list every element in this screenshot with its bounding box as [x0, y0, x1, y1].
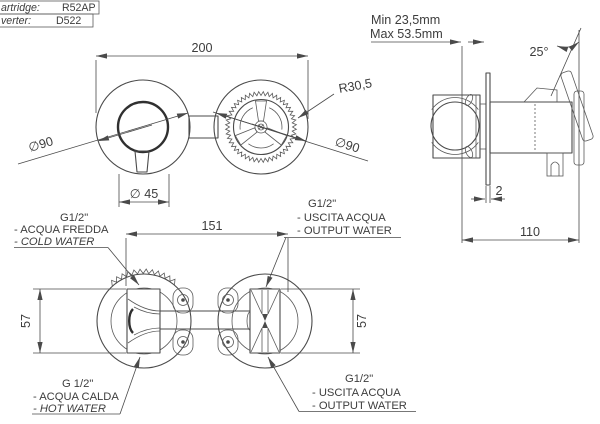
- cold-en-text: - COLD WATER: [14, 236, 94, 248]
- cold-leader-line: [107, 247, 140, 286]
- dim-total-depth: 110: [462, 225, 579, 243]
- outlet-bottom-it-text: - USCITA ACQUA: [312, 387, 401, 399]
- outlet-bottom-en-text: - OUTPUT WATER: [312, 400, 407, 412]
- handwheel-side: [573, 90, 585, 166]
- rough-view: 151 57 57 G1/2" - ACQUA FREDDA - COLD WA…: [14, 198, 416, 415]
- dim-handle-angle: 25°: [529, 27, 582, 97]
- cartridge-label: artridge:: [1, 2, 40, 14]
- dim-port-distance-text: 151: [201, 219, 222, 233]
- dim-handle-angle-text: 25°: [529, 45, 548, 59]
- label-hot-water: G 1/2" - ACQUA CALDA - HOT WATER: [32, 356, 141, 415]
- diverter-label: verter:: [1, 15, 31, 27]
- side-view: Min 23,5mm Max 53.5mm 25°: [370, 13, 594, 243]
- dim-port-distance: 151: [125, 219, 289, 292]
- hot-leader-line: [119, 356, 141, 415]
- left-knob-circle: [116, 100, 170, 154]
- wall-plate: [485, 72, 491, 186]
- side-valve-body: [430, 94, 486, 159]
- right-rosette-circle: [213, 79, 309, 175]
- dim-total-depth-text: 110: [520, 225, 540, 239]
- handle-knurl-arc: [111, 268, 176, 286]
- cartridge-value: R52AP: [62, 2, 96, 14]
- dim-wall-min-text: Min 23,5mm: [371, 13, 440, 27]
- info-table: artridge: R52AP verter: D522: [0, 0, 100, 28]
- outlet-bottom-thread-text: G1/2": [345, 373, 373, 385]
- outlet-bottom-leader-line: [267, 356, 300, 412]
- wheel-rim-circle: [232, 98, 290, 156]
- left-knob-lever: [134, 150, 150, 173]
- outlet-top-it-text: - USCITA ACQUA: [297, 212, 386, 224]
- outlet-top-en-text: - OUTPUT WATER: [297, 225, 392, 237]
- rough-left-flange-circle: [96, 273, 192, 369]
- info-table-row-diverter: [0, 13, 94, 28]
- label-cold-water: G1/2" - ACQUA FREDDA - COLD WATER: [14, 212, 140, 286]
- dim-overall-width-text: 200: [191, 41, 212, 55]
- outlet-top-thread-text: G1/2": [308, 198, 336, 210]
- diverter-value: D522: [56, 15, 81, 27]
- front-view: 200 ∅ 45 ∅90: [17, 41, 374, 207]
- connecting-pipe: [159, 310, 254, 331]
- rosette-bridge: [188, 115, 219, 139]
- cold-thread-text: G1/2": [60, 212, 88, 224]
- wheel-knurl-ring: [224, 90, 298, 164]
- hot-en-text: - HOT WATER: [33, 403, 106, 415]
- dim-knob-diameter: ∅ 45: [118, 174, 170, 207]
- dim-wheel-radius: R30,5: [297, 76, 374, 119]
- dim-left-body-height: 57: [19, 288, 126, 354]
- handwheel-tilted: [560, 70, 594, 142]
- dim-right-rosette-diameter-text: ∅90: [333, 135, 361, 156]
- diverter-pull: [546, 152, 564, 177]
- hot-it-text: - ACQUA CALDA: [33, 391, 119, 403]
- rough-right-recess-circle: [231, 287, 299, 355]
- label-outlet-bottom: G1/2" - USCITA ACQUA - OUTPUT WATER: [267, 356, 416, 412]
- left-valve-port: [128, 308, 134, 334]
- dim-right-body-height: 57: [281, 288, 369, 354]
- dim-right-body-height-text: 57: [355, 314, 369, 328]
- dim-plate-thickness: 2: [471, 184, 505, 203]
- dim-plate-thickness-text: 2: [495, 184, 502, 198]
- wheel-spokes: [234, 100, 288, 149]
- left-rosette-circle: [95, 79, 191, 175]
- rough-left-valve: [126, 288, 161, 354]
- dim-wheel-radius-text: R30,5: [338, 76, 374, 96]
- dim-left-body-height-text: 57: [19, 314, 33, 328]
- cold-it-text: - ACQUA FREDDA: [14, 224, 109, 236]
- rough-left-recess-circle: [110, 287, 178, 355]
- dim-wall-max-text: Max 53.5mm: [370, 27, 443, 41]
- dim-overall-width: 200: [95, 41, 309, 119]
- rough-right-flange-circle: [217, 273, 313, 369]
- side-trim-body: [489, 87, 573, 177]
- dim-knob-diameter-text: ∅ 45: [130, 187, 158, 201]
- outlet-top-leader-line: [265, 237, 287, 288]
- dim-left-rosette-diameter-text: ∅90: [27, 134, 55, 155]
- label-outlet-top: G1/2" - USCITA ACQUA - OUTPUT WATER: [265, 198, 401, 288]
- dim-left-rosette-diameter: ∅90: [17, 112, 189, 165]
- rough-right-valve: [249, 288, 281, 354]
- hot-thread-text: G 1/2": [62, 378, 93, 390]
- mounting-tabs: [172, 287, 239, 356]
